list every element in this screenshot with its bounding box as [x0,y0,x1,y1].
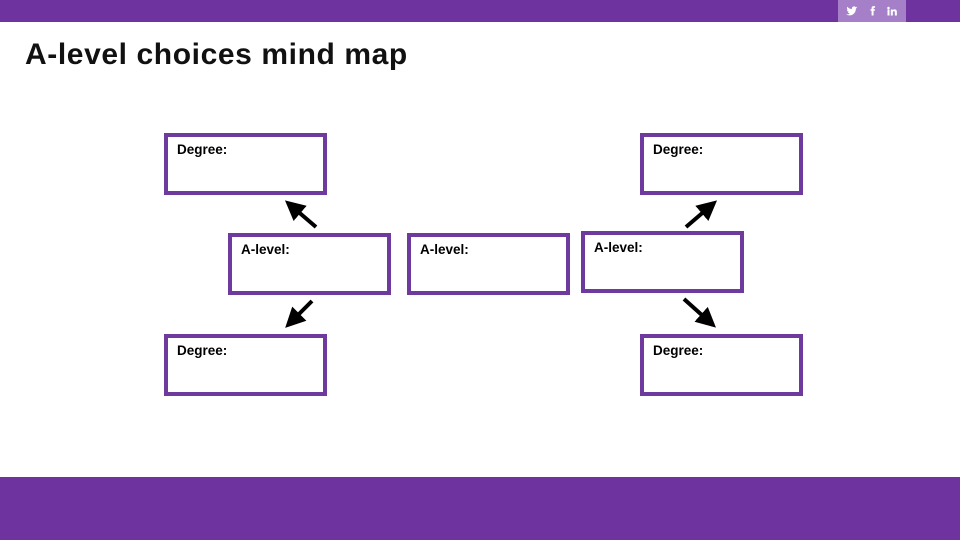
node-a-level-right[interactable]: A-level: [581,231,744,293]
node-label: Degree: [653,142,704,157]
node-label: A-level: [241,242,290,257]
node-label: Degree: [177,142,228,157]
arrow-up-right [684,200,718,229]
node-degree-top-left[interactable]: Degree: [164,133,327,195]
social-links-group [838,0,906,22]
node-label: A-level: [420,242,469,257]
arrow-up-left [284,200,318,229]
node-degree-top-right[interactable]: Degree: [640,133,803,195]
node-a-level-middle[interactable]: A-level: [407,233,570,295]
node-label: Degree: [653,343,704,358]
linkedin-icon[interactable] [886,5,898,17]
arrow-down-right [682,297,716,328]
node-label: Degree: [177,343,228,358]
node-label: A-level: [594,240,643,255]
node-a-level-left[interactable]: A-level: [228,233,391,295]
footer-bar: unifrog [0,477,960,540]
node-degree-bottom-left[interactable]: Degree: [164,334,327,396]
top-bar [0,0,960,22]
node-degree-bottom-right[interactable]: Degree: [640,334,803,396]
page-title: A-level choices mind map [25,38,408,71]
twitter-icon[interactable] [846,5,858,17]
facebook-icon[interactable] [866,5,878,17]
arrow-down-left [285,299,314,328]
